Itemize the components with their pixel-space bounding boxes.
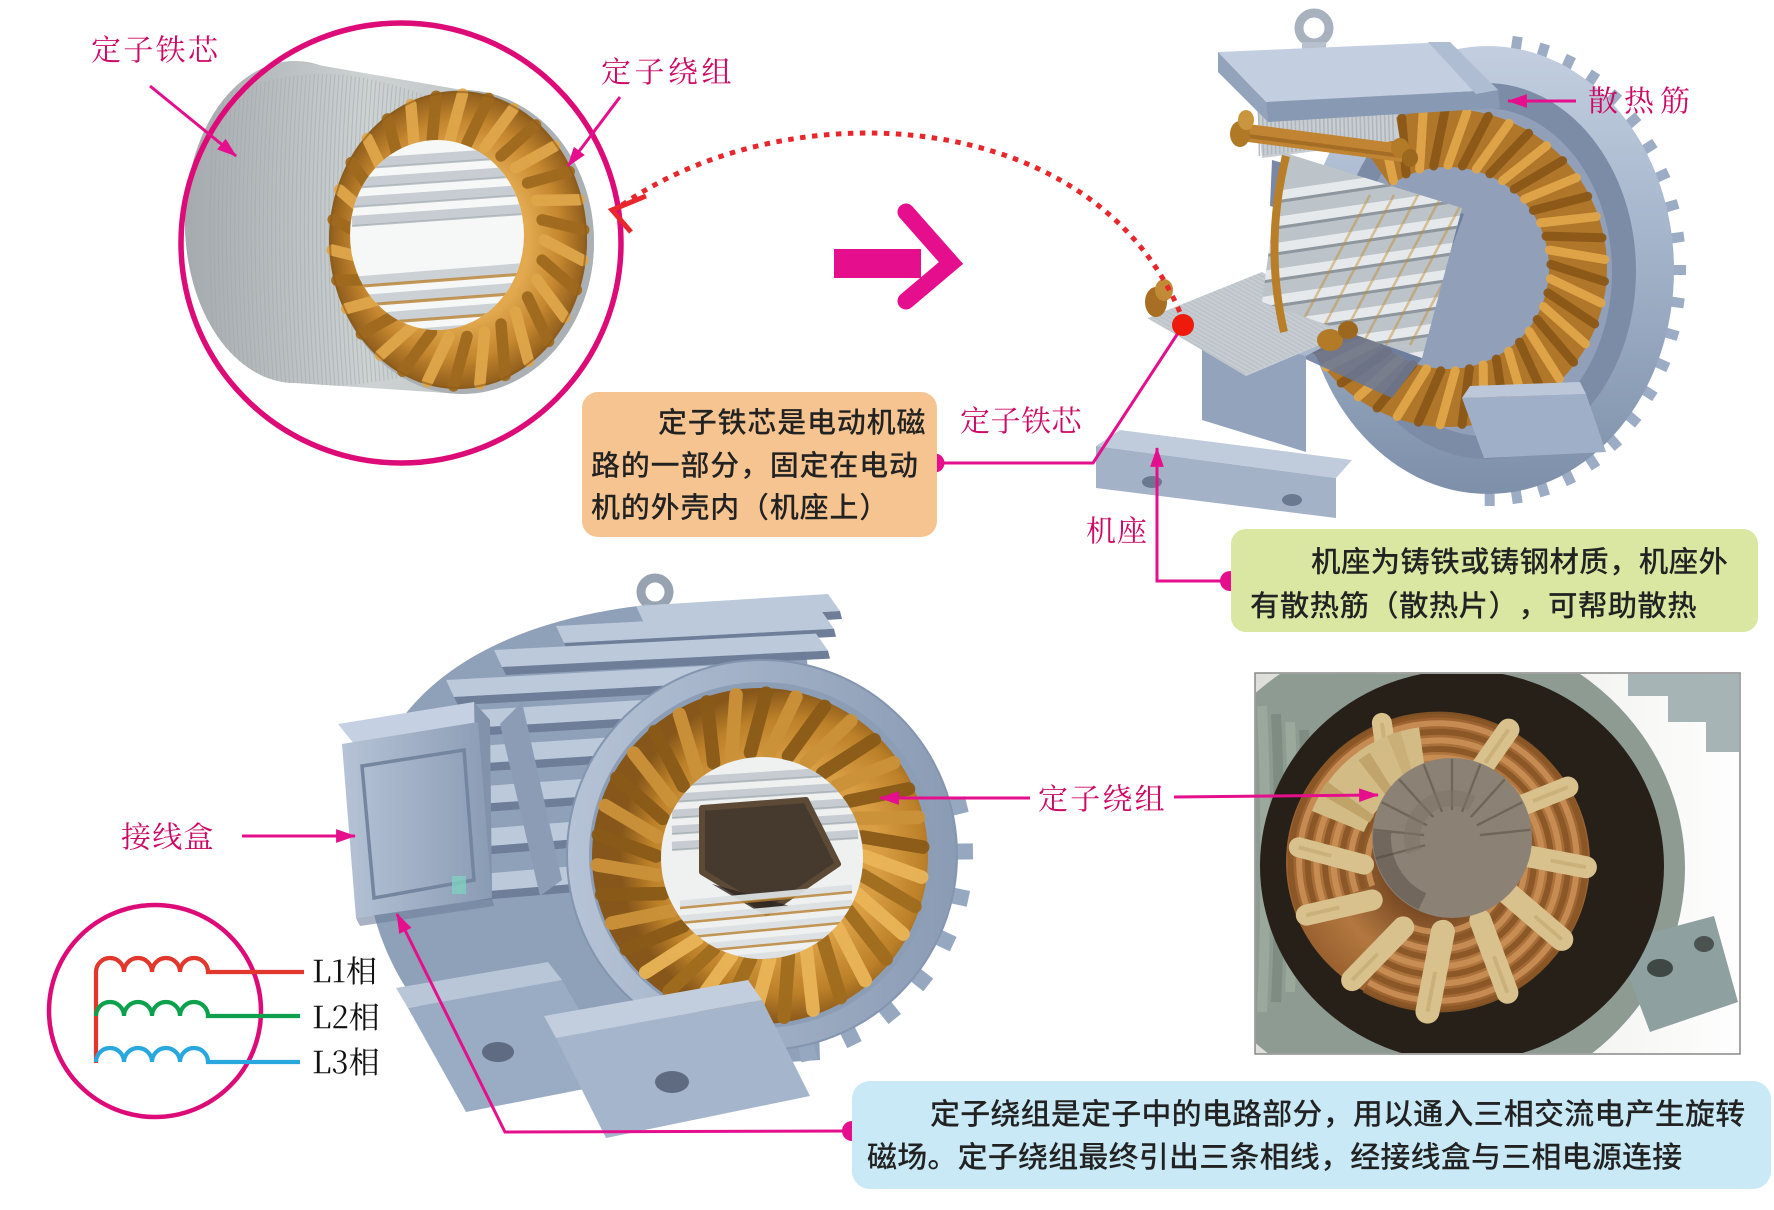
three-phase-coil-schematic [46,902,304,1120]
motor-full-render [338,573,974,1138]
motor-cutaway-render [1096,8,1686,518]
inner-coil-edge [1270,155,1290,333]
transform-arrow [834,203,964,310]
leader-stator-core-tl [149,84,237,158]
stator-winding-photo [1254,672,1741,1055]
label-phase-l3: L3相 [312,1046,382,1085]
callout-stator-winding [852,1081,1771,1189]
zoom-reference-curve [607,130,1194,336]
leader-stator-core-mid [935,329,1182,465]
callout-stator-winding-line1: 定子绕组是定子中的电路部分，用以通入三相交流电产生旋转 [930,1098,1748,1136]
label-phase-l1: L1相 [312,955,379,994]
callout-stator-core-line1: 定子铁芯是电动机磁 [658,407,929,444]
coil-l1 [93,955,304,975]
red-reference-dot [1172,314,1194,336]
coil-l2 [93,999,300,1019]
label-stator-core-mid: 定子铁芯 [960,405,1084,443]
leader-winding-callout [395,913,853,1134]
callout-frame-line1: 机座为铸铁或铸钢材质，机座外 [1311,546,1731,583]
label-junction-box: 接线盒 [121,821,217,859]
label-stator-winding-br: 定子绕组 [1038,783,1169,821]
coil-schematic-circle [46,902,264,1120]
label-cooling-ribs: 散热筋 [1588,85,1698,123]
highlight-circle-stator-core [178,20,624,466]
leader-stator-winding-tl [566,96,622,167]
leader-frame [1150,446,1228,583]
leader-winding-right [1173,788,1380,803]
callout-stator-core-line2: 路的一部分，固定在电动 [591,450,921,487]
label-stator-core-tl: 定子铁芯 [91,34,223,72]
callout-stator-core-line3: 机的外壳内（机座上） [591,492,892,529]
callout-stator-winding-line2: 磁场。定子绕组最终引出三条相线，经接线盒与三相电源连接 [867,1141,1685,1179]
leader-lines [149,84,1576,1134]
callout-frame-line2: 有散热筋（散热片），可帮助散热 [1250,590,1700,627]
stator-core-render [185,61,594,394]
label-frame: 机座 [1086,515,1150,553]
coil-l3 [93,1045,300,1065]
label-stator-winding-tl: 定子绕组 [601,56,737,94]
label-phase-l2: L2相 [312,1001,382,1040]
